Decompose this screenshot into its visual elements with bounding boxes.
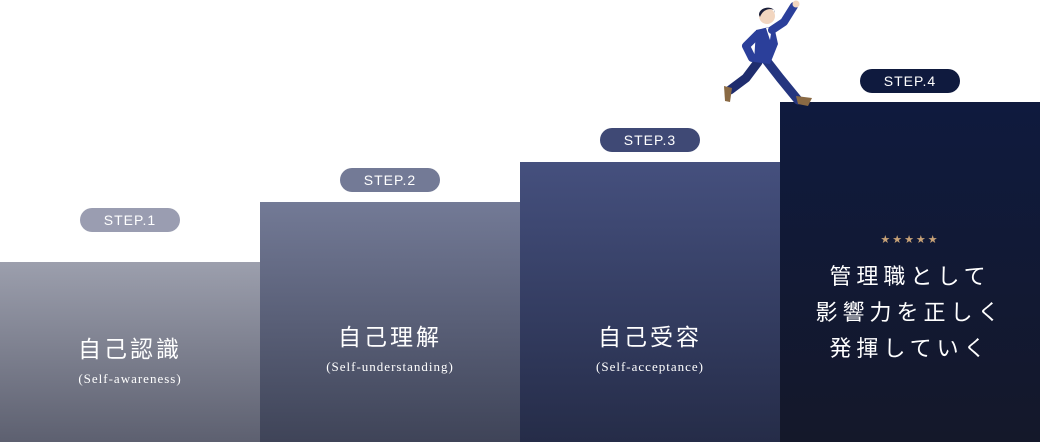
step-4-goal-line-2: 影響力を正しく xyxy=(815,301,1005,326)
step-1-subtitle: (Self-awareness) xyxy=(78,371,182,386)
step-1-title: 自己認識 xyxy=(78,337,182,363)
runner-back-leg xyxy=(725,57,763,95)
runner-hand xyxy=(792,0,800,8)
star-rating-icon: ★★★★★ xyxy=(880,233,940,246)
step-4-goal-line-1: 管理職として xyxy=(829,265,991,290)
step-4-block: ★★★★★ 管理職として 影響力を正しく 発揮していく xyxy=(780,102,1040,442)
step-1-block: 自己認識 (Self-awareness) xyxy=(0,262,260,442)
runner-front-leg xyxy=(761,55,803,105)
runner-front-arm xyxy=(768,2,798,34)
runner-back-shoe xyxy=(724,86,732,102)
step-1-label: STEP.1 xyxy=(80,208,180,232)
step-3-subtitle: (Self-acceptance) xyxy=(596,359,704,374)
runner-front-shoe xyxy=(796,96,812,106)
step-2-title: 自己理解 xyxy=(338,325,442,351)
step-2-label: STEP.2 xyxy=(340,168,440,192)
running-businessman-icon xyxy=(724,0,812,106)
step-4-goal-line-3: 発揮していく xyxy=(829,337,991,362)
step-4-goal-text: 管理職として 影響力を正しく 発揮していく xyxy=(815,260,1004,368)
step-4-label: STEP.4 xyxy=(860,69,960,93)
runner-hair xyxy=(759,7,775,17)
step-2-block: 自己理解 (Self-understanding) xyxy=(260,202,520,442)
runner-back-arm xyxy=(742,30,762,62)
step-2-subtitle: (Self-understanding) xyxy=(326,359,454,374)
step-3-label: STEP.3 xyxy=(600,128,700,152)
step-3-block: 自己受容 (Self-acceptance) xyxy=(520,162,780,442)
step-3-title: 自己受容 xyxy=(598,325,702,351)
